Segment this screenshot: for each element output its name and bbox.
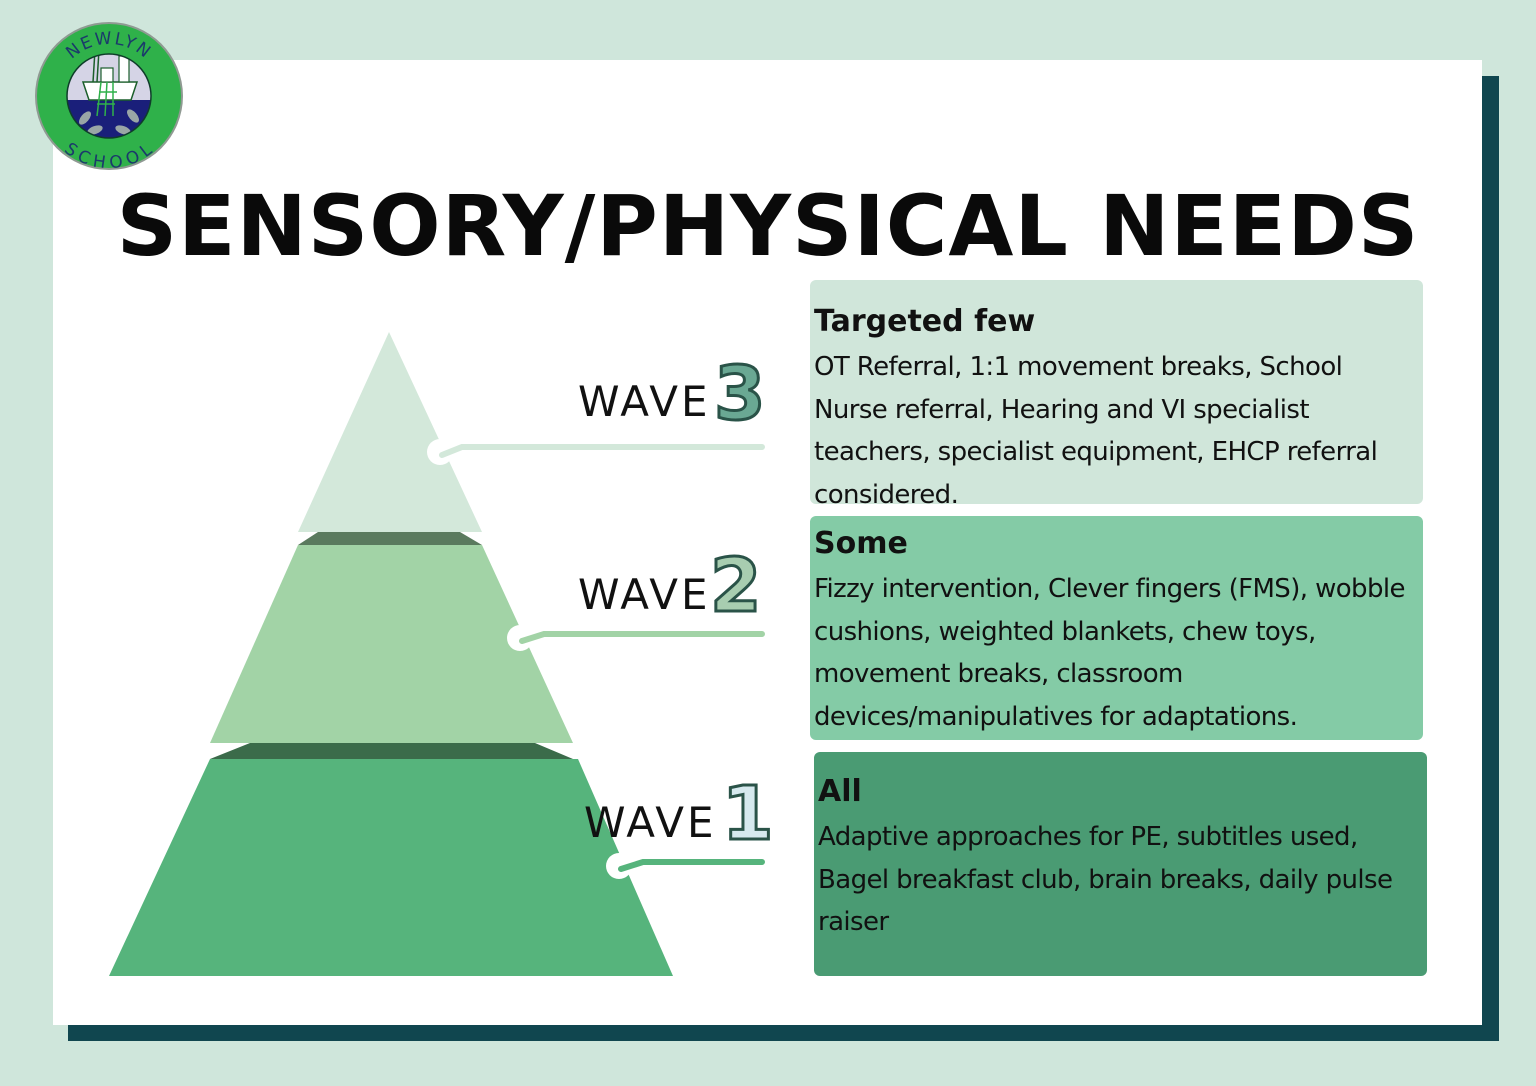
pyramid-tier-2	[210, 545, 573, 743]
connector-wave-2	[507, 625, 765, 651]
wave-1-heading: All	[818, 774, 862, 809]
wave-3-description: OT Referral, 1:1 movement breaks, School…	[814, 352, 1378, 510]
page-title: SENSORY/PHYSICAL NEEDS	[116, 177, 1420, 275]
school-logo-icon: NEWLYN SCHOOL	[35, 22, 183, 172]
wave-2-heading: Some	[814, 526, 908, 561]
connector-wave-3	[427, 439, 765, 465]
wave-3-number: 3	[713, 351, 767, 437]
wave-2-box: Some Fizzy intervention, Clever fingers …	[810, 516, 1423, 740]
wave-1-number: 1	[721, 771, 775, 857]
wave-2-number: 2	[709, 543, 763, 629]
pyramid-tier-3	[298, 332, 482, 532]
wave-2-description: Fizzy intervention, Clever fingers (FMS)…	[814, 574, 1405, 732]
pyramid-tier-1	[109, 759, 673, 976]
wave-3-heading: Targeted few	[814, 304, 1036, 339]
wave-2-label: WAVE	[578, 570, 711, 619]
connector-wave-1	[606, 853, 765, 879]
wave-1-box: All Adaptive approaches for PE, subtitle…	[814, 752, 1427, 976]
wave-3-label: WAVE	[578, 377, 711, 426]
pyramid-band-lower	[210, 743, 573, 759]
wave-3-box: Targeted few OT Referral, 1:1 movement b…	[810, 280, 1423, 510]
wave-1-description: Adaptive approaches for PE, subtitles us…	[818, 822, 1393, 937]
pyramid-band-upper	[298, 532, 482, 545]
wave-1-label: WAVE	[584, 798, 717, 847]
